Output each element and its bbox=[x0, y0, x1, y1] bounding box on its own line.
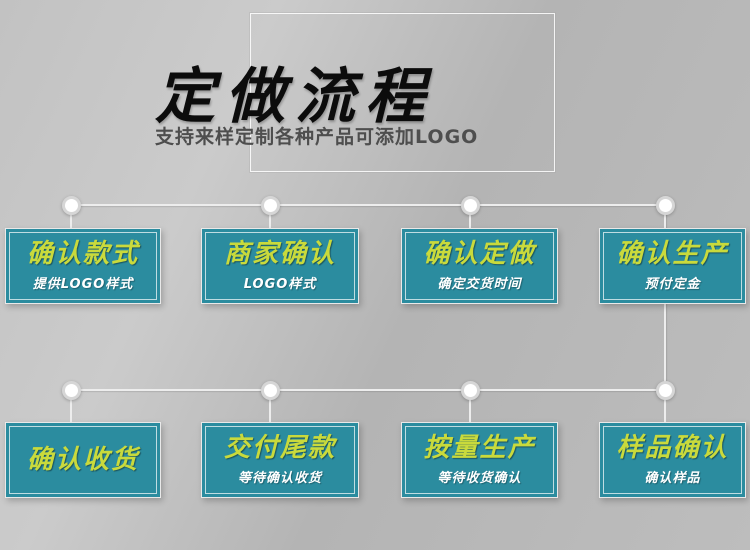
flow-node-icon bbox=[461, 381, 480, 400]
flow-box-pay-balance: 交付尾款 等待确认收货 bbox=[201, 422, 359, 498]
flow-node-icon bbox=[261, 381, 280, 400]
connector-stub bbox=[70, 390, 72, 422]
flow-box-produce-by-quantity: 按量生产 等待收货确认 bbox=[401, 422, 558, 498]
flow-box-confirm-style: 确认款式 提供LOGO样式 bbox=[5, 228, 161, 304]
flow-box-subtitle: 提供LOGO样式 bbox=[32, 277, 134, 293]
flow-box-subtitle: LOGO样式 bbox=[243, 277, 317, 293]
connector-stub bbox=[469, 390, 471, 422]
flow-box-title: 商家确认 bbox=[223, 238, 336, 269]
flow-box-subtitle: 预付定金 bbox=[644, 277, 701, 293]
connector-line-top bbox=[71, 204, 665, 206]
flow-box-title: 样品确认 bbox=[616, 432, 729, 463]
flow-node-icon bbox=[656, 381, 675, 400]
flow-node-icon bbox=[62, 196, 81, 215]
page-title: 定做流程 bbox=[155, 62, 435, 132]
flow-box-sample-confirm: 样品确认 确认样品 bbox=[599, 422, 746, 498]
flow-box-title: 确认收货 bbox=[26, 444, 139, 475]
flow-box-subtitle: 确认样品 bbox=[644, 471, 701, 487]
connector-stub bbox=[469, 205, 471, 228]
flow-box-title: 交付尾款 bbox=[223, 432, 336, 463]
flow-box-confirm-order: 确认定做 确定交货时间 bbox=[401, 228, 558, 304]
flow-box-title: 按量生产 bbox=[423, 432, 536, 463]
connector-stub bbox=[269, 390, 271, 422]
flow-node-icon bbox=[261, 196, 280, 215]
connector-stub bbox=[70, 205, 72, 228]
flow-box-merchant-confirm: 商家确认 LOGO样式 bbox=[201, 228, 359, 304]
flow-box-subtitle: 等待确认收货 bbox=[237, 471, 322, 487]
flow-box-subtitle: 等待收货确认 bbox=[437, 471, 522, 487]
flow-box-confirm-receipt: 确认收货 bbox=[5, 422, 161, 498]
connector-line-bottom bbox=[71, 389, 665, 391]
flow-node-icon bbox=[656, 196, 675, 215]
flow-box-title: 确认生产 bbox=[616, 238, 729, 269]
flow-node-icon bbox=[62, 381, 81, 400]
page-subtitle: 支持来样定制各种产品可添加LOGO bbox=[155, 126, 479, 148]
flow-box-title: 确认款式 bbox=[26, 238, 139, 269]
flow-box-title: 确认定做 bbox=[423, 238, 536, 269]
flow-box-confirm-production: 确认生产 预付定金 bbox=[599, 228, 746, 304]
connector-stub bbox=[664, 390, 666, 422]
connector-stub bbox=[664, 205, 666, 228]
connector-stub bbox=[269, 205, 271, 228]
flow-node-icon bbox=[461, 196, 480, 215]
title-frame bbox=[250, 13, 555, 172]
flow-box-subtitle: 确定交货时间 bbox=[437, 277, 522, 293]
